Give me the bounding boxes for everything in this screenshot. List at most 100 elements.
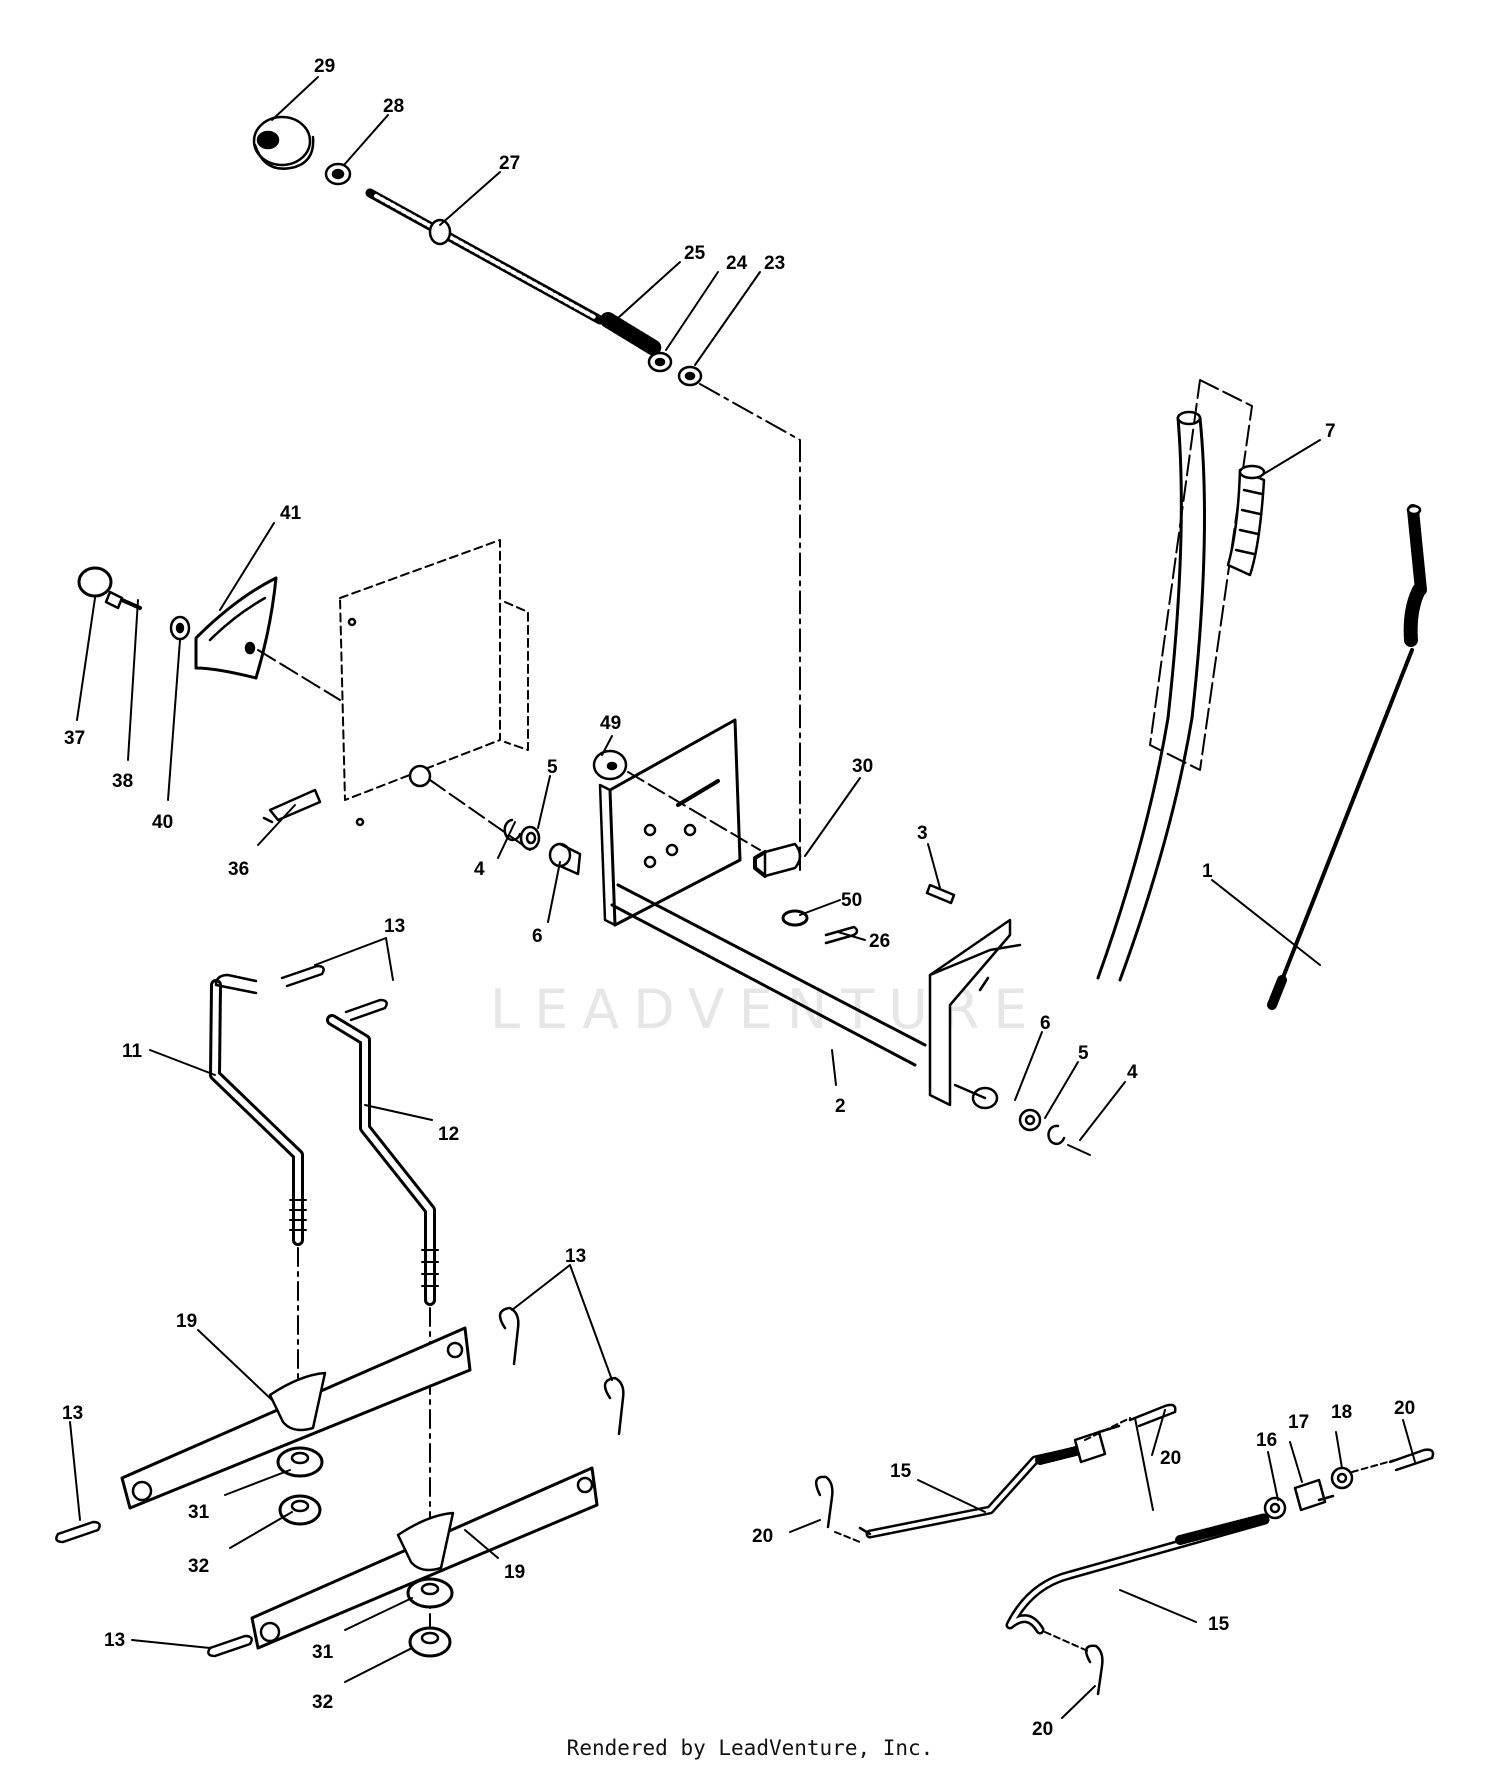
- callout-40: 40: [152, 812, 173, 833]
- callouts: 29 28 27 25 24 23 7 41 37 38 40 36 49 5 …: [62, 56, 1415, 1740]
- threaded-adjust-rod: [365, 188, 605, 325]
- shaft-bushing-left: [548, 842, 582, 876]
- jam-nut: [1263, 1496, 1287, 1520]
- callout-32a: 32: [188, 1556, 209, 1577]
- callout-17: 17: [1288, 1412, 1309, 1433]
- callout-13d: 13: [104, 1630, 125, 1651]
- bushing-lower: [406, 1577, 454, 1609]
- callout-6b: 6: [1040, 1013, 1051, 1034]
- callout-15b: 15: [1208, 1614, 1230, 1635]
- adjust-nut: [677, 365, 703, 387]
- callout-20b: 20: [1160, 1448, 1181, 1469]
- leader-lines: [69, 76, 1416, 1719]
- hairpin-clip-20a: [814, 1475, 834, 1529]
- phantom-line-lock-nut: [1351, 1459, 1396, 1473]
- knob-nut: [324, 162, 352, 186]
- phantom-line-bracket: [257, 649, 341, 701]
- lift-arm-upper: [120, 1326, 472, 1510]
- callout-5a: 5: [547, 757, 558, 778]
- lock-nut-lower: [408, 1626, 452, 1658]
- shaft-bushing-right: [953, 1083, 999, 1110]
- callout-16: 16: [1256, 1430, 1277, 1451]
- phantom-grip-outline: [1149, 379, 1253, 771]
- phantom-frame-plate: [339, 539, 501, 801]
- adjust-washer: [647, 351, 673, 373]
- callout-24: 24: [726, 253, 748, 274]
- linkage-rod-lower: [1005, 1513, 1270, 1635]
- plate-hole: [347, 617, 357, 627]
- bushing-upper: [276, 1446, 324, 1478]
- callout-2: 2: [835, 1096, 846, 1117]
- lift-handle: [928, 410, 1206, 1107]
- handle-grip: [1226, 464, 1266, 577]
- callout-25: 25: [684, 243, 706, 264]
- phantom-frame-plate-side: [504, 601, 529, 751]
- e-ring-right: [1047, 1124, 1091, 1156]
- callout-5b: 5: [1078, 1043, 1089, 1064]
- callout-29: 29: [314, 56, 335, 77]
- lift-plate: [598, 718, 742, 927]
- callout-31a: 31: [188, 1502, 210, 1523]
- hairpin-clip-20b: [1128, 1403, 1177, 1428]
- callout-20a: 20: [752, 1526, 773, 1547]
- hairpin-clip-left: [55, 1520, 101, 1544]
- callout-41: 41: [280, 503, 302, 524]
- callout-26: 26: [869, 931, 890, 952]
- hairpin-clip-bottom: [207, 1634, 253, 1658]
- pivot-bushing-left: [408, 764, 432, 788]
- bolt: [104, 590, 142, 610]
- callout-13b: 13: [565, 1246, 586, 1267]
- callout-12: 12: [438, 1124, 459, 1145]
- linkage-rod-upper: [858, 1445, 1085, 1539]
- callout-50: 50: [841, 890, 862, 911]
- hairpin-clip-trunnion: [824, 925, 859, 945]
- callout-27: 27: [499, 153, 520, 174]
- callout-4b: 4: [1127, 1062, 1138, 1083]
- callout-4a: 4: [474, 859, 485, 880]
- lift-cable: [1267, 504, 1427, 1010]
- callout-1: 1: [1202, 861, 1213, 882]
- callout-11: 11: [122, 1041, 143, 1062]
- callout-7: 7: [1325, 421, 1336, 442]
- shaft-washer-right: [1018, 1108, 1042, 1132]
- trunnion-block-lower: [1293, 1478, 1335, 1512]
- callout-36: 36: [228, 859, 249, 880]
- roll-pin: [925, 883, 956, 905]
- phantom-line-upper-block: [1084, 1417, 1131, 1441]
- callout-13c: 13: [62, 1403, 83, 1424]
- lift-link-left: [209, 973, 307, 1246]
- lift-shaft: [610, 883, 927, 1067]
- lock-nut-upper: [278, 1494, 322, 1526]
- callout-49: 49: [600, 713, 621, 734]
- callout-28: 28: [383, 96, 404, 117]
- callout-3: 3: [917, 823, 928, 844]
- callout-31b: 31: [312, 1642, 334, 1663]
- e-ring-left: [503, 818, 522, 842]
- callout-19a: 19: [176, 1311, 197, 1332]
- hairpin-clip-upper-a: [280, 964, 325, 988]
- callout-23: 23: [764, 253, 785, 274]
- hairpin-clip-upper-b: [344, 998, 388, 1022]
- phantom-line-upper-rod: [834, 1531, 861, 1543]
- trunnion: [753, 842, 802, 878]
- callout-18: 18: [1331, 1402, 1352, 1423]
- adjust-spring: [600, 312, 662, 356]
- callout-19b: 19: [504, 1562, 525, 1583]
- lift-arm-lower: [250, 1466, 599, 1650]
- hairpin-clip-b1: [498, 1306, 520, 1366]
- callout-30: 30: [852, 756, 873, 777]
- trunnion-block-upper: [1073, 1424, 1121, 1464]
- callout-20d: 20: [1032, 1719, 1053, 1740]
- plate-hole: [355, 817, 365, 827]
- callout-38: 38: [112, 771, 133, 792]
- shaft-washer-left: [519, 825, 541, 851]
- adjustment-knob: [252, 115, 315, 170]
- phantom-line-rod: [699, 383, 801, 871]
- hairpin-clip-20c: [1388, 1448, 1435, 1472]
- phantom-line-lower-rod: [1044, 1631, 1091, 1653]
- lift-washer: [592, 749, 628, 781]
- callout-37: 37: [64, 728, 85, 749]
- callout-20c: 20: [1394, 1398, 1415, 1419]
- hairpin-clip-b2: [603, 1376, 625, 1436]
- callout-6a: 6: [532, 926, 543, 947]
